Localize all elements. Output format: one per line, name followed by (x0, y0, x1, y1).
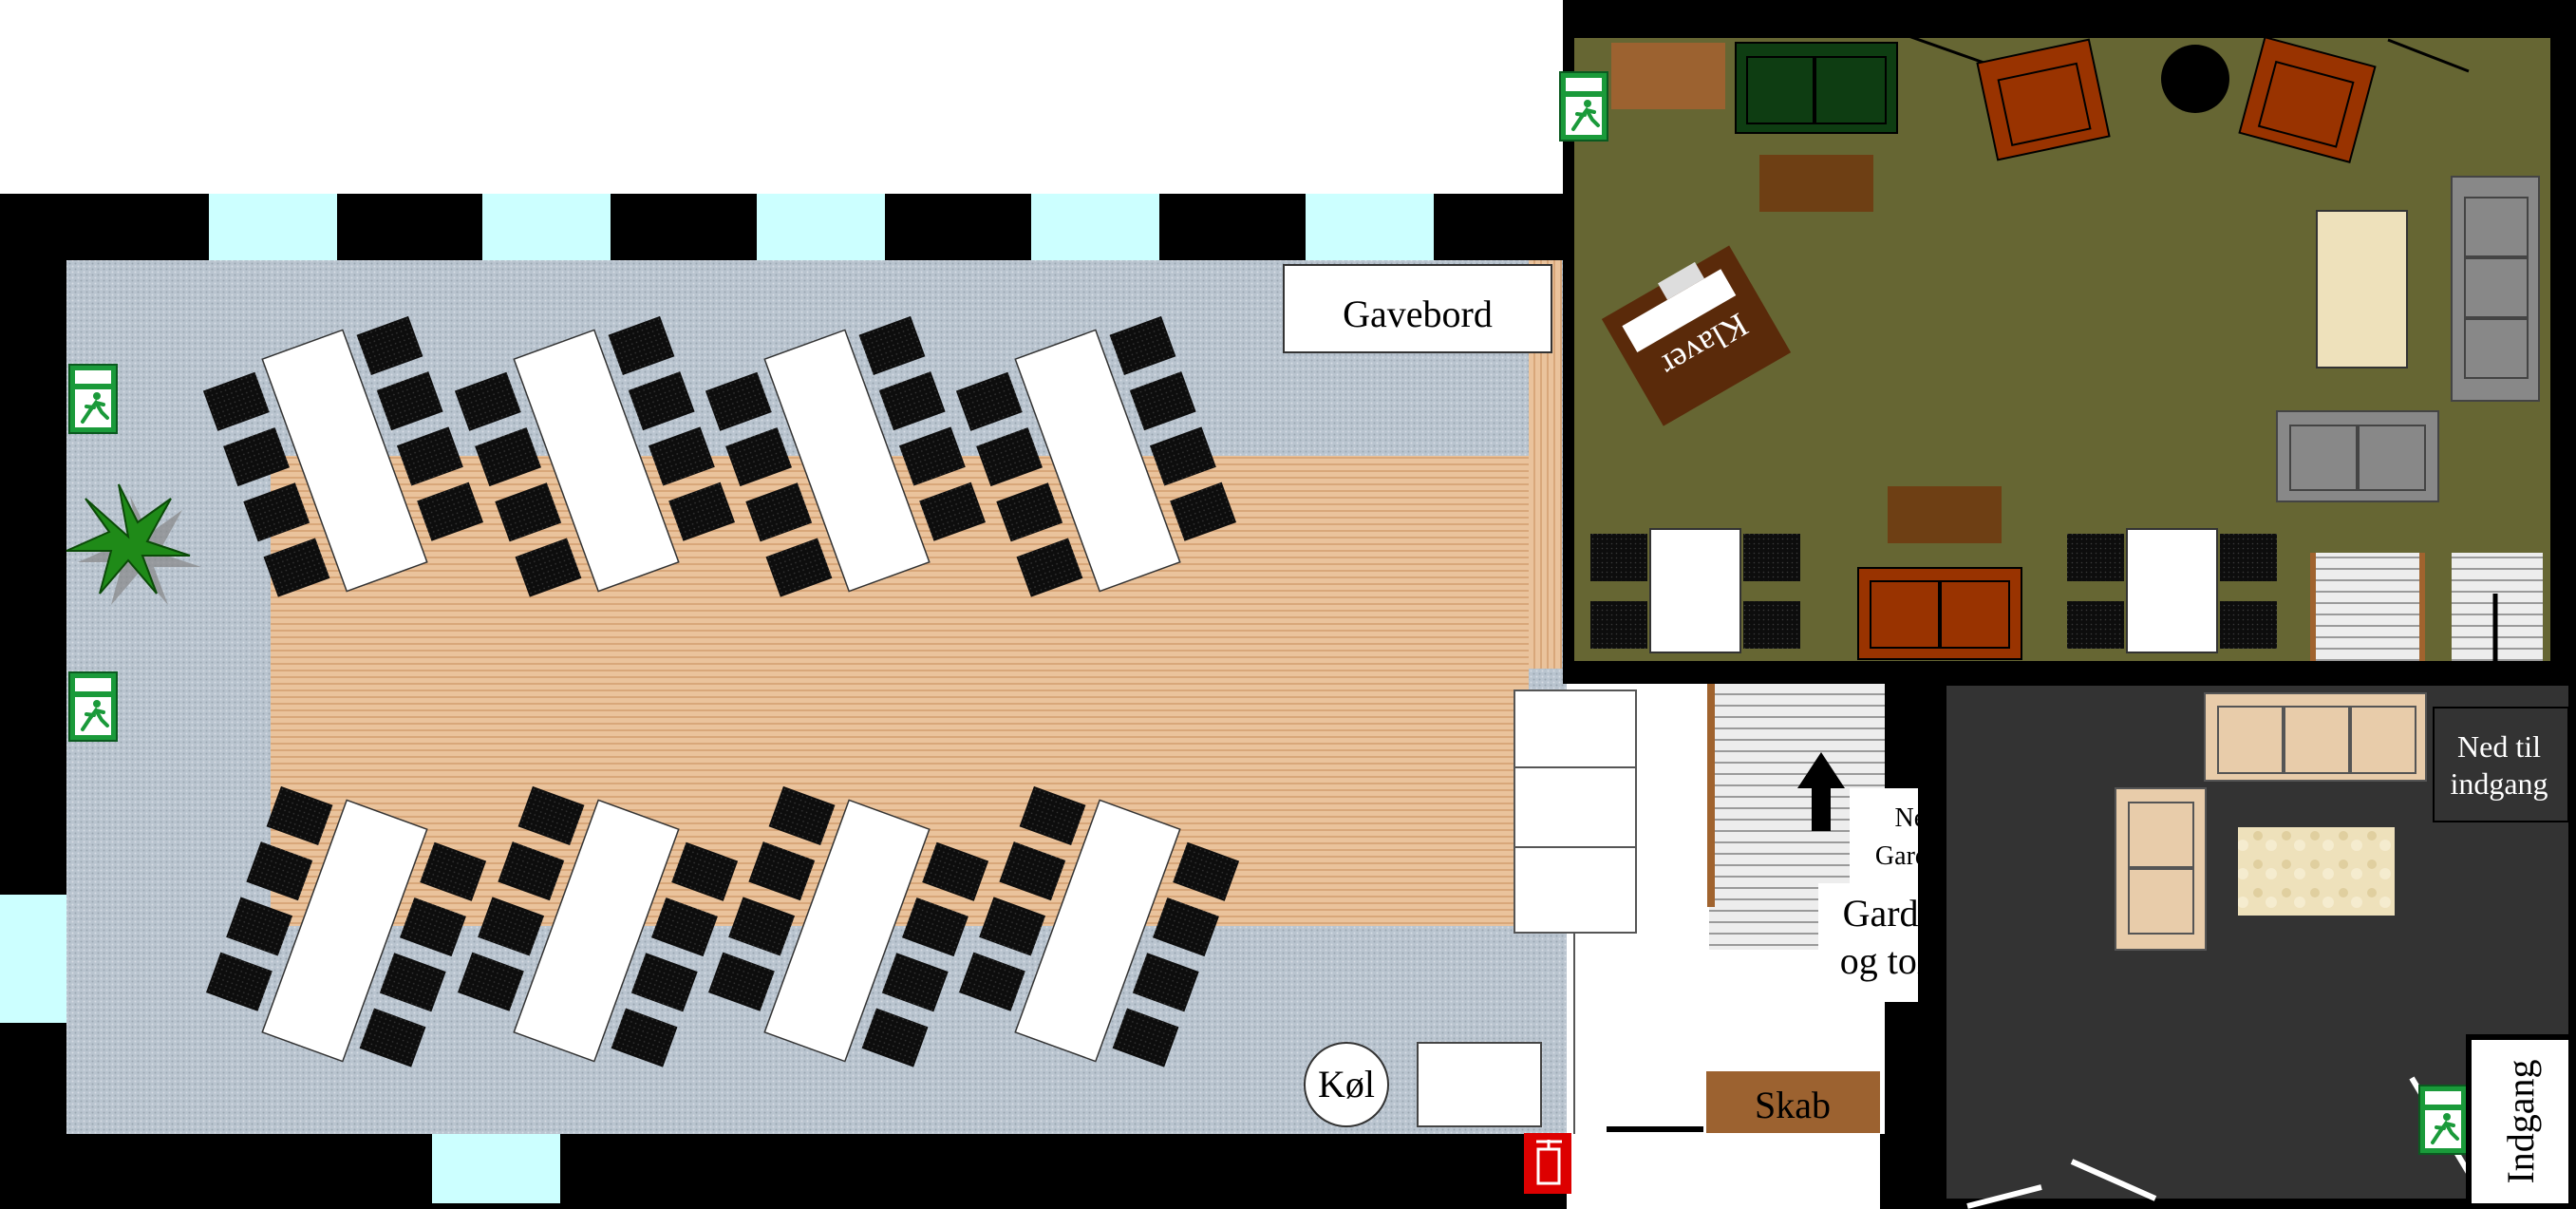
cupboard: Skab (1706, 1071, 1880, 1133)
fridge: Køl (1304, 1042, 1389, 1127)
fridge-label: Køl (1318, 1063, 1375, 1105)
window (209, 194, 337, 260)
fire-extinguisher-icon (1524, 1133, 1571, 1194)
kitchen-label: Køkken (1597, 1162, 1669, 1186)
side-table (1417, 1042, 1542, 1127)
window (482, 194, 611, 260)
arrow-down-icon (1677, 1176, 1698, 1195)
cupboard-label: Skab (1755, 1084, 1831, 1126)
buffet-tables (1514, 690, 1637, 934)
entrance-label: Indgang (2499, 1059, 2542, 1183)
kitchen-marker: Køkken (1597, 1126, 1703, 1195)
emergency-exit-sign-icon (67, 363, 119, 435)
emergency-exit-sign-icon (1558, 70, 1609, 142)
emergency-exit-sign-icon (2417, 1084, 2469, 1156)
plant-icon (66, 483, 201, 605)
down-to-entrance-label: Ned til (2457, 729, 2541, 764)
window (432, 1134, 560, 1203)
down-to-entrance-label-2: indgang (2450, 766, 2548, 801)
window (1306, 194, 1434, 260)
window (757, 194, 885, 260)
small-table-set (1590, 528, 1800, 653)
gift-table: Gavebord (1283, 264, 1552, 353)
emergency-exit-sign-icon (67, 671, 119, 743)
window (1031, 194, 1159, 260)
window (0, 895, 66, 1023)
lounge: Klaver (1563, 0, 2576, 717)
arrow-up-icon (1797, 752, 1845, 831)
entrance-door[interactable]: Indgang (2466, 1034, 2574, 1209)
gift-table-label: Gavebord (1343, 293, 1493, 335)
small-table-set (2067, 528, 2277, 653)
piano: Klaver (1601, 245, 1792, 426)
